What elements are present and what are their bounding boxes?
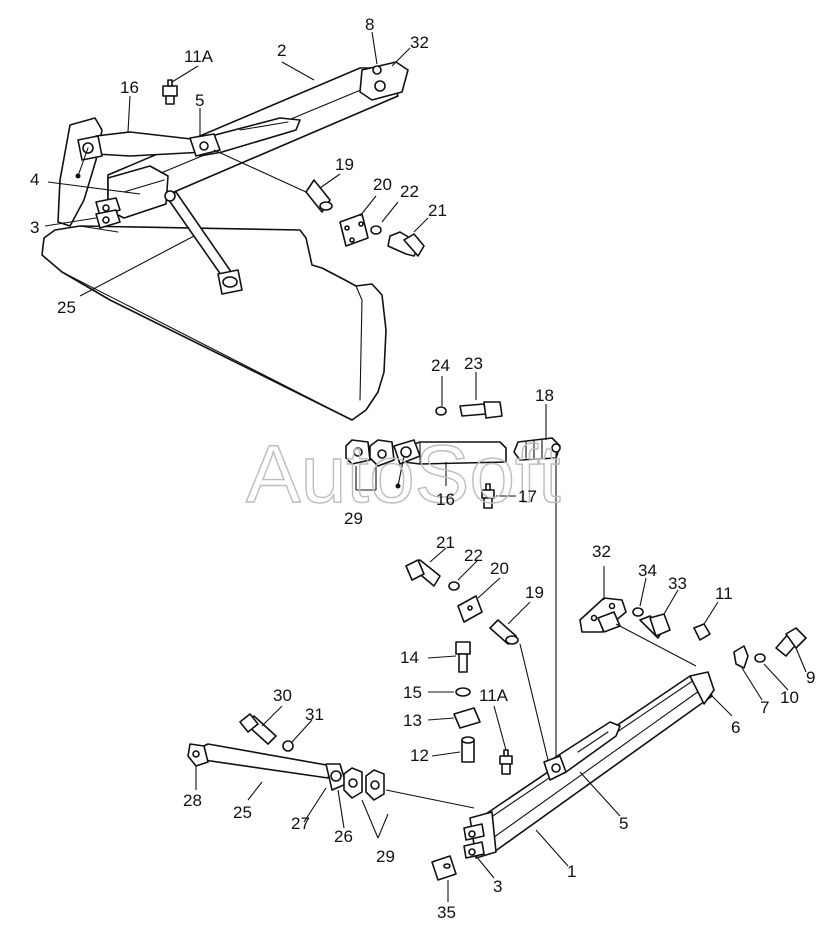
retainer-clip — [733, 645, 749, 669]
callout-32-bottom: 32 — [592, 542, 611, 561]
callout-4: 4 — [30, 170, 39, 189]
callout-12: 12 — [410, 746, 429, 765]
callout-11a-top: 11A — [184, 47, 214, 66]
callout-25-top: 25 — [57, 298, 76, 317]
callout-34: 34 — [638, 561, 657, 580]
callout-28: 28 — [183, 791, 202, 810]
callout-labels: 1 2 3 3 4 5 5 6 7 8 9 10 11 11A 11A 12 1… — [30, 15, 815, 922]
callout-30: 30 — [273, 686, 292, 705]
callout-18: 18 — [535, 386, 554, 405]
callout-31: 31 — [305, 705, 324, 724]
washer-10 — [754, 653, 766, 663]
block-35 — [431, 855, 457, 881]
callout-32-top: 32 — [410, 33, 429, 52]
callout-3-top: 3 — [30, 218, 39, 237]
callout-15: 15 — [403, 683, 422, 702]
washer-top — [370, 225, 382, 235]
callout-22-bottom: 22 — [464, 546, 483, 565]
callout-19-bottom: 19 — [525, 583, 544, 602]
lower-assembly — [187, 547, 807, 902]
plate-13 — [453, 707, 481, 729]
callout-29-bottom: 29 — [376, 847, 395, 866]
cylinder-body — [403, 441, 507, 465]
washer-lower-22 — [448, 581, 460, 591]
washer-15 — [455, 687, 471, 697]
callout-16-middle: 16 — [436, 490, 455, 509]
watermark: AutoSoft — [246, 429, 561, 520]
callout-23: 23 — [464, 354, 483, 373]
callout-20-top: 20 — [373, 175, 392, 194]
callout-21-bottom: 21 — [436, 533, 455, 552]
callout-2: 2 — [277, 41, 286, 60]
callout-25-bottom: 25 — [233, 803, 252, 822]
bolt-14 — [455, 641, 471, 655]
callout-5-bottom: 5 — [619, 814, 628, 833]
callout-35: 35 — [437, 903, 456, 922]
grease-fitting-lower — [499, 755, 513, 765]
callout-26: 26 — [334, 827, 353, 846]
callout-19-top: 19 — [335, 155, 354, 174]
callout-10: 10 — [780, 688, 799, 707]
brace-lower — [199, 743, 333, 779]
grease-fitting-top — [162, 85, 178, 97]
callout-33: 33 — [668, 574, 687, 593]
nut-11 — [693, 623, 711, 641]
callout-5-top: 5 — [195, 91, 204, 110]
callout-1: 1 — [567, 862, 576, 881]
washer-31 — [282, 740, 294, 752]
callout-17: 17 — [518, 487, 537, 506]
callout-24: 24 — [431, 356, 450, 375]
washer-34 — [632, 607, 644, 617]
callout-11a-bottom: 11A — [479, 686, 509, 705]
callout-7: 7 — [760, 698, 769, 717]
callout-16-top: 16 — [120, 78, 139, 97]
middle-assembly — [345, 372, 561, 760]
callout-29-middle: 29 — [344, 509, 363, 528]
top-assembly — [41, 31, 429, 421]
callout-21-top: 21 — [428, 201, 447, 220]
callout-3-bottom: 3 — [493, 877, 502, 896]
washer-24 — [435, 406, 447, 416]
bolt-23 — [459, 403, 487, 417]
callout-14: 14 — [400, 648, 419, 667]
callout-20-bottom: 20 — [490, 559, 509, 578]
callout-22-top: 22 — [400, 182, 419, 201]
callout-9: 9 — [806, 668, 815, 687]
callout-11: 11 — [715, 584, 733, 603]
callout-8: 8 — [365, 15, 374, 34]
tilt-cylinder — [95, 131, 206, 157]
callout-6: 6 — [731, 718, 740, 737]
callout-13: 13 — [403, 711, 422, 730]
callout-27: 27 — [291, 814, 310, 833]
